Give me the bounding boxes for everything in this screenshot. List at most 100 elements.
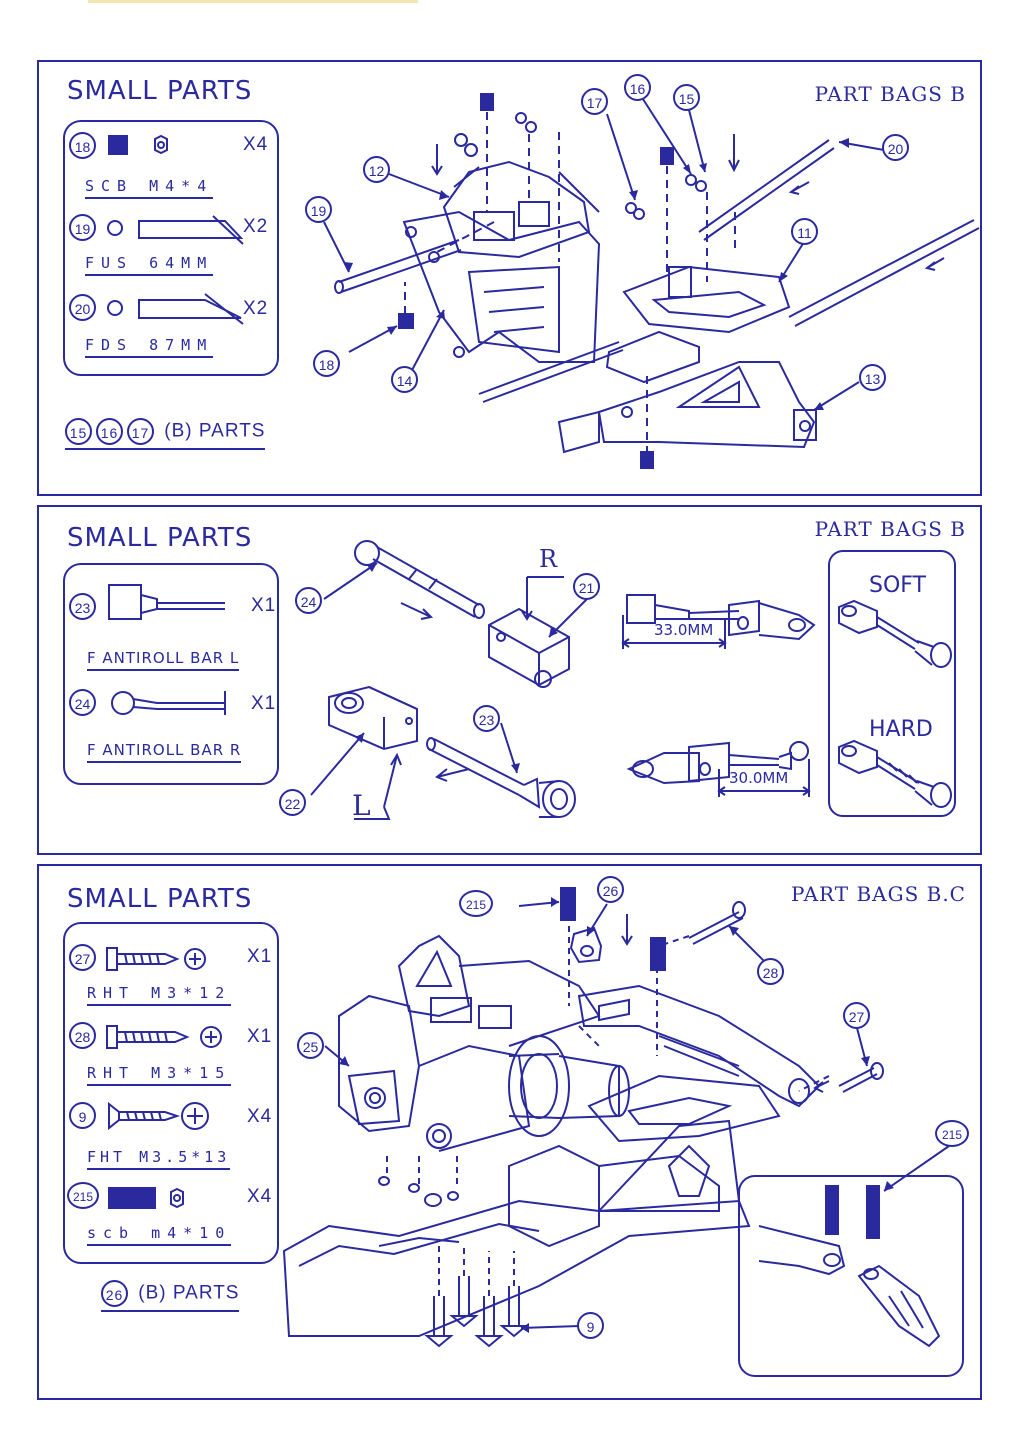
pin-end-icon [108,301,122,315]
front-bulkhead [339,996,419,1131]
part-code: FDS 87MM [85,336,214,358]
part-number: 17 [127,418,154,445]
part-number: 23 [69,593,96,620]
hinge-pin-19 [339,240,461,292]
callout: 215 [459,890,493,917]
part-bag-label: PART BAGS B [814,517,966,541]
hinge-pin-20 [699,140,834,240]
part-number: 16 [96,418,123,445]
hinge-pin-lower [789,220,979,326]
right-side-letter: R [539,545,558,573]
callout: 27 [843,1002,870,1029]
part-code: FUS 64MM [85,254,214,276]
round-head-screw-icon [107,948,117,970]
panel-title: SMALL PARTS [67,76,253,106]
part-bag-label: PART BAGS B [814,82,966,106]
lower-arm-13 [599,362,814,447]
soft-setting-label: SOFT [869,573,926,598]
phillips-head-icon [201,1027,221,1047]
part-code: RHT M3*12 [87,984,232,1006]
phillips-head-icon [182,1103,208,1129]
callout: 28 [757,958,784,985]
callout: 215 [935,1120,969,1147]
small-parts-icons [65,565,281,787]
b-parts-note: 26 (B) PARTS [101,1280,240,1312]
callout: 25 [297,1032,324,1059]
part-code: SCB M4*4 [85,177,214,199]
callout: 14 [391,366,418,393]
dimension-label: 33.0MM [654,621,714,639]
callout: 24 [295,587,322,614]
callout: 23 [473,705,500,732]
callout: 19 [305,196,332,223]
upper-link [579,986,819,1106]
small-parts-list: 27 X1 RHT M3*12 28 X1 RHT M3*15 9 X4 FHT… [63,922,279,1264]
part-quantity: X4 [247,1186,273,1207]
part-code: FHT M3.5*13 [87,1148,231,1170]
part-code: RHT M3*15 [87,1064,232,1086]
callout: 21 [573,573,600,600]
part-quantity: X1 [247,946,273,967]
panel-title: SMALL PARTS [67,523,253,553]
panel-antiroll-bar: SMALL PARTS PART BAGS B 23 X1 F ANTIROLL… [37,505,982,855]
small-parts-list: 23 X1 F ANTIROLL BAR L 24 X1 F ANTIROLL … [63,563,279,785]
part-number: 18 [69,132,96,159]
callout: 13 [859,364,886,391]
part-bag-label: PART BAGS B.C [790,882,966,906]
part-number: 19 [69,214,96,241]
antiroll-mount-l [329,687,417,749]
callout: 12 [363,156,390,183]
part-quantity: X1 [247,1026,273,1047]
link-block-icon [627,595,655,623]
part-number: 15 [65,418,92,445]
part-code: F ANTIROLL BAR L [87,649,240,671]
panel-title: SMALL PARTS [67,884,253,914]
exploded-view-front-bulkhead [39,866,982,1400]
part-quantity: X2 [243,216,269,237]
hard-setting-label: HARD [869,717,933,742]
callout: 20 [882,134,909,161]
exploded-view-antiroll-bar [39,507,982,855]
top-edge-mark [88,0,418,3]
callout: 18 [313,350,340,377]
upper-arm-mount [444,162,589,257]
round-head-screw-icon [107,1026,117,1048]
set-screw-icon [109,136,127,154]
callout: 11 [791,218,818,245]
part-number: 24 [69,689,96,716]
antiroll-ball-icon [112,692,134,714]
pin-end-icon [108,221,122,235]
panel-front-suspension: SMALL PARTS PART BAGS B 18 X4 SCB M4*4 1… [37,60,982,496]
note-text: (B) PARTS [138,1282,240,1304]
pin-shaft-icon [139,300,241,318]
part-quantity: X1 [251,693,277,714]
soft-hard-options-box [829,551,955,816]
part-number: 27 [69,944,96,971]
antiroll-mount-r [489,609,569,685]
hex-socket-icon [155,136,167,153]
chassis-plate [284,1201,749,1336]
small-parts-icons [65,122,281,378]
hex-socket-icon [171,1189,183,1207]
drive-pulley [509,1036,569,1136]
small-parts-list: 18 X4 SCB M4*4 19 X2 FUS 64MM 20 X2 FDS … [63,120,279,376]
part-code: F ANTIROLL BAR R [87,741,242,763]
part-number: 28 [69,1022,96,1049]
set-screw-icon [109,1188,155,1208]
callout: 26 [597,876,624,903]
exploded-view-front-suspension [39,62,982,496]
detail-inset-box [739,1176,963,1376]
pin-shaft-icon [139,221,241,238]
part-quantity: X4 [243,134,269,155]
callout: 15 [673,84,700,111]
left-side-letter: L [352,789,371,822]
upper-arm-mount [399,936,469,1016]
part-quantity: X2 [243,298,269,319]
callout: 22 [279,789,306,816]
front-bulkhead [404,212,599,362]
small-parts-icons [65,924,281,1266]
antiroll-bar-r [373,547,479,617]
part-quantity: X4 [247,1106,273,1127]
part-code: scb m4*10 [87,1224,232,1246]
callout: 9 [577,1312,604,1339]
